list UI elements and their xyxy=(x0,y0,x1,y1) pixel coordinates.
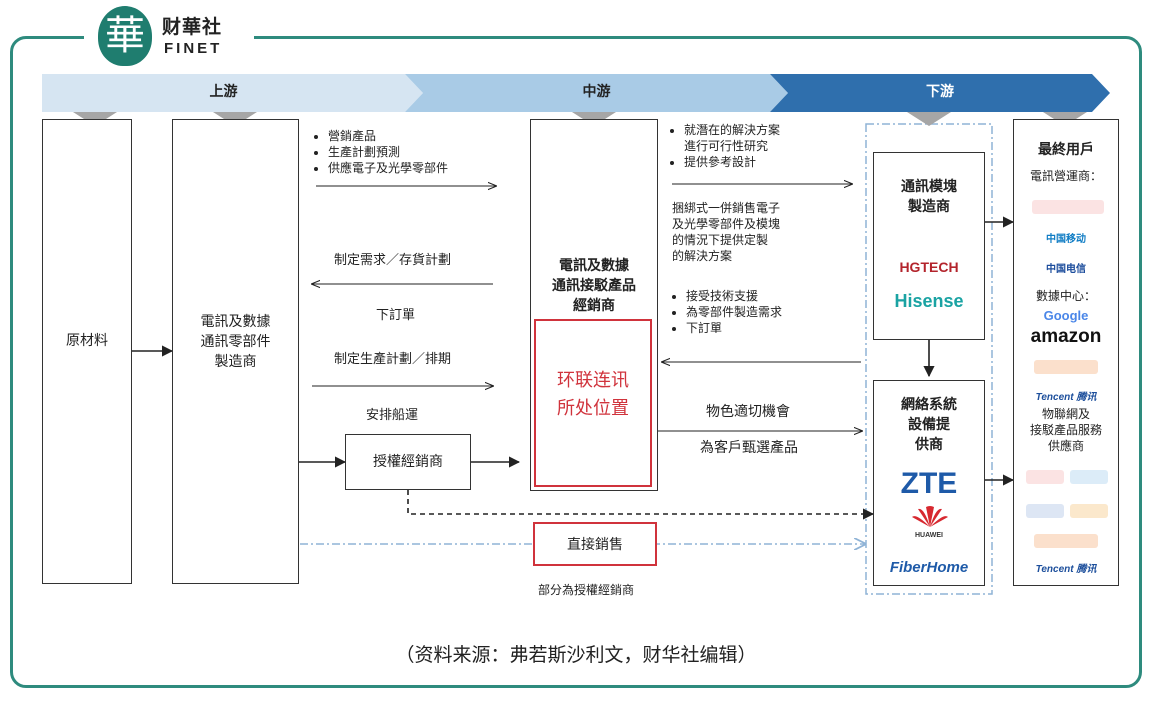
raw-materials-box: 原材料 xyxy=(42,119,132,584)
iot-alibaba-logo-icon xyxy=(1034,534,1098,548)
china-telecom-logo: 中国电信 xyxy=(1046,264,1086,275)
midstream-chevron xyxy=(405,74,788,112)
module-maker-box: 通訊模塊 製造商 HGTECH Hisense xyxy=(873,152,985,340)
note-potential-solutions: 就潛在的解決方案 xyxy=(684,122,780,138)
highlight-line-1: 环联连讯 xyxy=(557,370,629,391)
distributor-line-1: 電訊及數據 xyxy=(559,258,629,274)
demand-plan-label: 制定需求／存貨計劃 xyxy=(334,253,452,268)
upstream-top-notes: 營銷產品 生產計劃預測 供應電子及光學零部件 xyxy=(314,128,448,176)
equipment-line-3: 供商 xyxy=(915,437,943,453)
huawei-flower-icon xyxy=(910,505,950,529)
iot-xiaomi-logo-icon xyxy=(1070,504,1108,518)
notch-downstream xyxy=(907,112,951,126)
distributor-line-3: 經銷商 xyxy=(573,298,615,314)
amazon-logo: amazon xyxy=(1030,326,1102,347)
hisense-logo: Hisense xyxy=(894,291,964,311)
component-maker-box: 電訊及數據 通訊零部件 製造商 xyxy=(172,119,299,584)
alibaba-cloud-logo-icon xyxy=(1034,360,1098,374)
note-tech-support: 接受技術支援 xyxy=(686,288,782,304)
stage-downstream-label: 下游 xyxy=(926,84,954,100)
opportunity-label: 物色適切機會 xyxy=(706,404,790,420)
end-users-title: 最終用戶 xyxy=(1038,142,1094,158)
zte-logo: ZTE xyxy=(900,467,958,500)
fiberhome-logo: FiberHome xyxy=(889,559,969,576)
hgtech-logo: HGTECH xyxy=(899,259,959,275)
note-forecast: 生產計劃預測 xyxy=(328,144,448,160)
tencent-logo: Tencent 腾讯 xyxy=(1035,392,1097,403)
note-order: 下訂單 xyxy=(686,320,782,336)
bundle-line-1: 捆綁式一併銷售電子 xyxy=(672,201,781,215)
bundle-line-2: 及光學零部件及模塊 xyxy=(672,217,781,231)
equipment-provider-box: 網絡系統 設備提 供商 ZTE HUAWEI FiberHome xyxy=(873,380,985,586)
china-mobile-logo: 中国移动 xyxy=(1046,234,1086,245)
shipping-label: 安排船運 xyxy=(366,408,419,423)
finet-emblem-icon: 華 xyxy=(98,6,152,66)
iot-mobile-logo-icon xyxy=(1070,470,1108,484)
stage-midstream-label: 中游 xyxy=(582,84,611,100)
datacenter-label: 數據中心： xyxy=(1035,289,1096,303)
raw-materials-label: 原材料 xyxy=(66,333,108,349)
highlight-line-2: 所处位置 xyxy=(557,398,629,419)
authorized-dealer-label: 授權經銷商 xyxy=(373,454,443,470)
brand-name-en: FINET xyxy=(164,40,223,57)
iot-unicom-logo-icon xyxy=(1026,470,1064,484)
upstream-chevron xyxy=(42,74,423,112)
authorized-dealer-box: 授權經銷商 xyxy=(345,434,471,490)
telecom-operators-label: 電訊營運商： xyxy=(1029,169,1102,183)
module-maker-line-1: 通訊模塊 xyxy=(901,179,957,195)
iot-telecom-logo-icon xyxy=(1026,504,1064,518)
equipment-line-2: 設備提 xyxy=(908,417,950,433)
outer-frame xyxy=(10,36,1142,688)
stage-upstream-label: 上游 xyxy=(209,84,238,100)
component-maker-line-2: 通訊零部件 xyxy=(200,334,271,350)
module-maker-line-2: 製造商 xyxy=(908,199,950,215)
place-order-label: 下訂單 xyxy=(376,308,416,323)
downstream-chevron xyxy=(770,74,1110,112)
google-logo: Google xyxy=(1043,308,1089,323)
finet-logo: 華 财華社 FINET xyxy=(84,4,254,68)
brand-name-cn: 财華社 xyxy=(162,16,223,38)
huawei-logo: HUAWEI xyxy=(915,532,943,539)
note-manufacturing-need: 為零部件製造需求 xyxy=(686,304,782,320)
component-maker-line-3: 製造商 xyxy=(214,354,257,370)
stage-downstream: 下游 xyxy=(788,74,1092,112)
direct-sales-label: 直接銷售 xyxy=(567,537,623,553)
note-reference-design: 提供參考設計 xyxy=(684,154,780,170)
note-supply: 供應電子及光學零部件 xyxy=(328,160,448,176)
china-unicom-logo-icon xyxy=(1032,200,1104,214)
midstream-bundle-note: 捆綁式一併銷售電子 及光學零部件及模塊 的情況下提供定製 的解決方案 xyxy=(672,200,780,264)
downstream-dashed-region xyxy=(865,123,993,595)
iot-line-2: 接駁產品服務 xyxy=(1029,423,1102,437)
iot-tencent-logo: Tencent 腾讯 xyxy=(1035,564,1097,575)
source-caption: （资料来源：弗若斯沙利文，财华社编辑） xyxy=(395,644,757,666)
iot-line-1: 物聯網及 xyxy=(1041,407,1090,421)
production-plan-label: 制定生產計劃／排期 xyxy=(334,352,452,367)
company-position-highlight: 环联连讯 所处位置 xyxy=(534,319,652,487)
component-maker-line-1: 電訊及數據 xyxy=(200,314,271,330)
midstream-top-notes: 就潛在的解決方案 進行可行性研究 提供參考設計 xyxy=(670,122,780,170)
distributor-line-2: 通訊接駁產品 xyxy=(552,278,636,294)
note-feasibility: 進行可行性研究 xyxy=(684,139,769,153)
stage-midstream: 中游 xyxy=(423,74,770,112)
iot-line-3: 供應商 xyxy=(1047,439,1084,453)
equipment-line-1: 網絡系統 xyxy=(901,397,957,413)
direct-sales-box: 直接銷售 xyxy=(533,522,657,566)
end-users-box: 最終用戶 電訊營運商： 中国移动 中国电信 數據中心： Google amazo… xyxy=(1013,119,1119,586)
bundle-line-3: 的情況下提供定製 xyxy=(672,233,769,247)
stage-upstream: 上游 xyxy=(42,74,405,112)
partial-dealer-label: 部分為授權經銷商 xyxy=(538,583,635,597)
bundle-line-4: 的解決方案 xyxy=(672,249,733,263)
note-marketing: 營銷產品 xyxy=(328,128,448,144)
select-products-label: 為客戶甄選產品 xyxy=(700,440,798,456)
midstream-bottom-notes: 接受技術支援 為零部件製造需求 下訂單 xyxy=(672,288,782,336)
